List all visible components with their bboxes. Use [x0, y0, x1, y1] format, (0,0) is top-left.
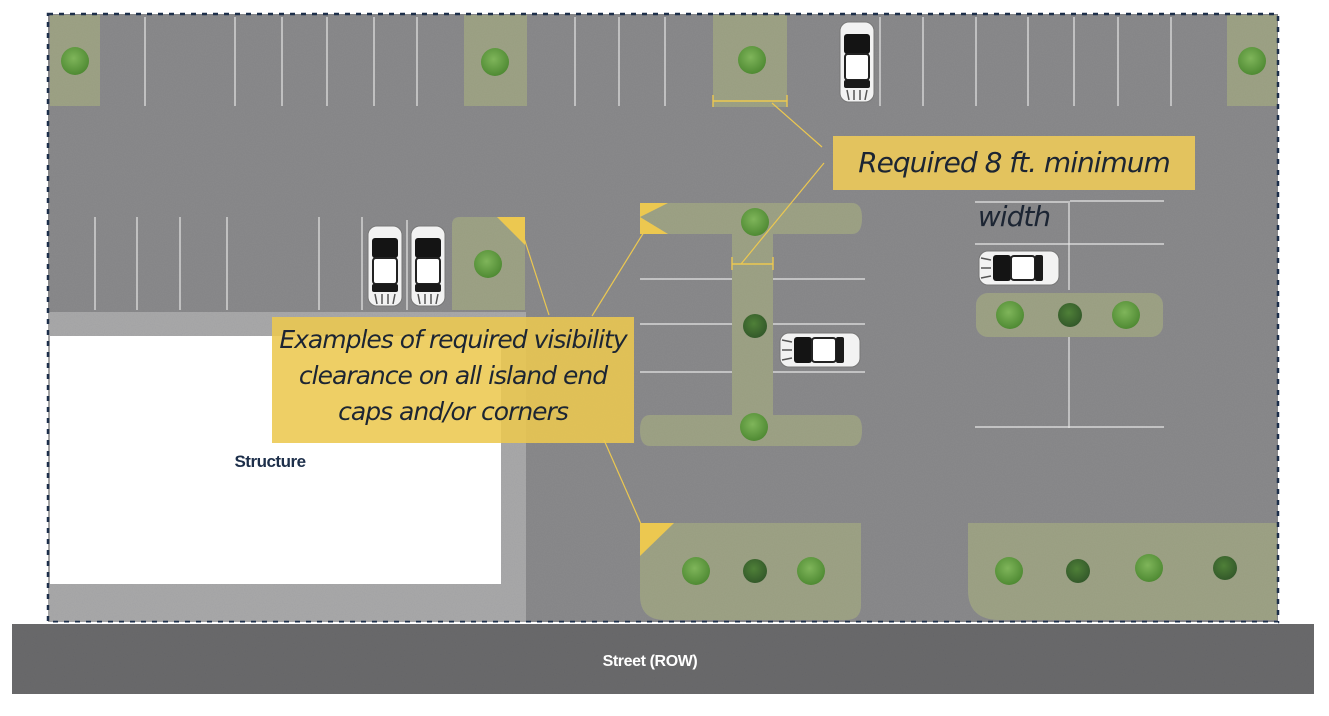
visibility-callout-line: Examples of required visibility — [279, 325, 627, 354]
tree — [1112, 301, 1140, 329]
tree — [682, 557, 710, 585]
tree — [481, 48, 509, 76]
tree — [1238, 47, 1266, 75]
visibility-triangles — [497, 203, 674, 556]
tree — [741, 208, 769, 236]
tree — [995, 557, 1023, 585]
structure-label: Structure — [234, 452, 306, 471]
tree — [61, 47, 89, 75]
tree — [743, 559, 767, 583]
street-label: Street (ROW) — [602, 653, 698, 670]
car — [779, 332, 861, 368]
street-row — [12, 624, 1314, 694]
tree — [743, 314, 767, 338]
min-width-callout: Required 8 ft. minimum width — [833, 136, 1195, 233]
tree — [740, 413, 768, 441]
width-dimensions — [712, 95, 788, 270]
visibility-callout: Examples of required visibility clearanc… — [272, 317, 634, 443]
visibility-triangle — [640, 523, 674, 556]
leader-lines — [523, 102, 825, 525]
island-bottom-right — [968, 523, 1277, 620]
leader-line — [591, 231, 645, 317]
tree — [797, 557, 825, 585]
tree — [474, 250, 502, 278]
visibility-callout-line: clearance on all island end — [298, 361, 608, 390]
tree — [996, 301, 1024, 329]
stall-lines-center — [640, 278, 865, 373]
car — [978, 250, 1060, 286]
visibility-triangle — [640, 203, 668, 234]
car — [410, 225, 446, 307]
tree — [1058, 303, 1082, 327]
tree — [1135, 554, 1163, 582]
visibility-triangle — [497, 217, 525, 245]
tree — [1066, 559, 1090, 583]
property-boundary — [46, 12, 1280, 624]
car — [839, 21, 875, 103]
leader-line — [771, 102, 823, 148]
car — [367, 225, 403, 307]
leader-line — [740, 162, 825, 265]
stall-lines-right — [975, 200, 1164, 428]
leader-line — [603, 439, 642, 525]
stall-lines-top — [144, 17, 1172, 106]
stall-lines-left — [94, 217, 408, 310]
leader-line — [523, 237, 550, 316]
tree — [738, 46, 766, 74]
visibility-callout-line: caps and/or corners — [338, 397, 569, 426]
trees — [61, 46, 1266, 585]
tree — [1213, 556, 1237, 580]
